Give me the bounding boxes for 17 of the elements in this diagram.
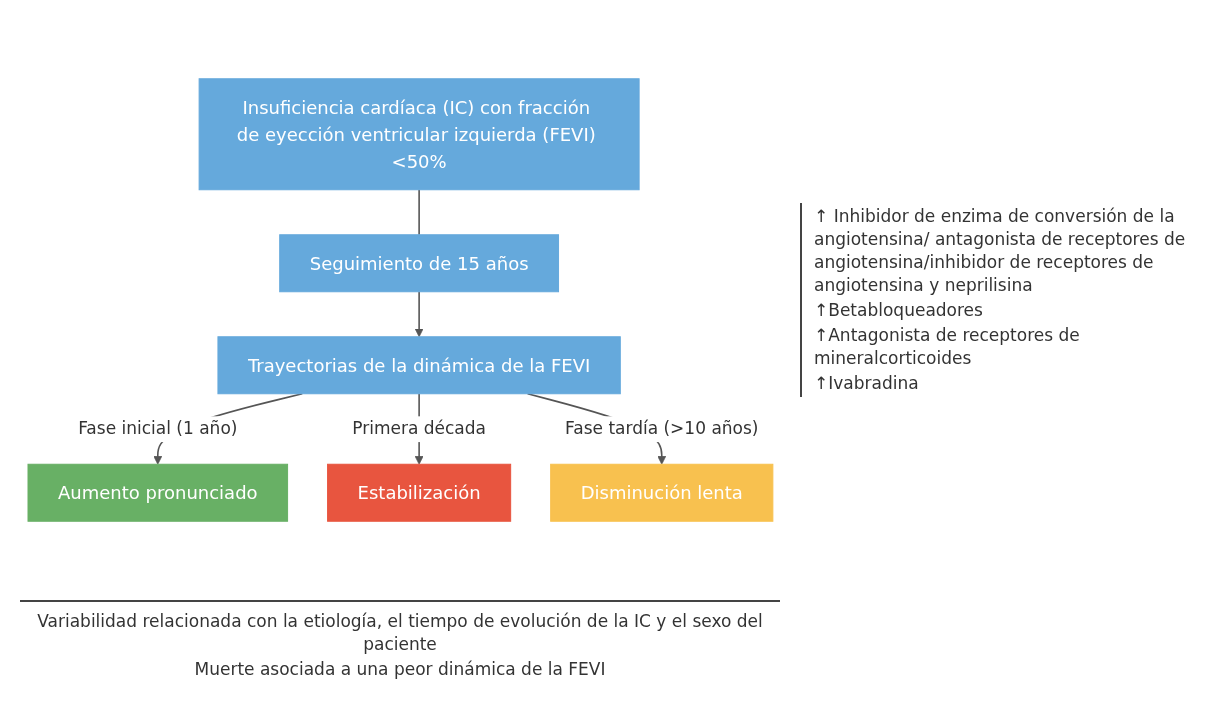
node-box: Disminución lenta	[549, 463, 773, 522]
node-box: Estabilización	[326, 463, 511, 522]
note-text: Muerte asociada a una peor dinámica de la FEVI	[193, 657, 607, 681]
node-box: Trayectorias de la dinámica de la FEVI	[217, 336, 621, 395]
edge-label: Fase tardía (>10 años)	[564, 418, 759, 439]
edge-label: Fase inicial (1 año)	[77, 418, 237, 439]
node-box: Insuficiencia cardíaca (IC) con fracción de eyección ventricular izquierda (FEVI) <50%	[198, 78, 640, 191]
arrow	[414, 290, 424, 338]
note-text: ↑Antagonista de receptores de mineralcorticoides	[814, 323, 1081, 370]
note-text: Variabilidad relacionada con la etiología, el tiempo de evolución de la IC y el sexo del paciente	[36, 610, 764, 656]
connector	[417, 188, 420, 236]
edge-label: Primera década	[351, 418, 486, 439]
node-box: Seguimiento de 15 años	[278, 234, 559, 293]
note-text: ↑ Inhibidor de enzima de conversión de la angiotensina/ antagonista de receptores de angiotensina/inhibidor de receptores de angiotensina y neprilisina	[814, 205, 1187, 297]
note-text: ↑Betabloqueadores	[814, 299, 984, 322]
node-box: Aumento pronunciado	[27, 463, 288, 522]
note-text: ↑Ivabradina	[814, 371, 920, 395]
